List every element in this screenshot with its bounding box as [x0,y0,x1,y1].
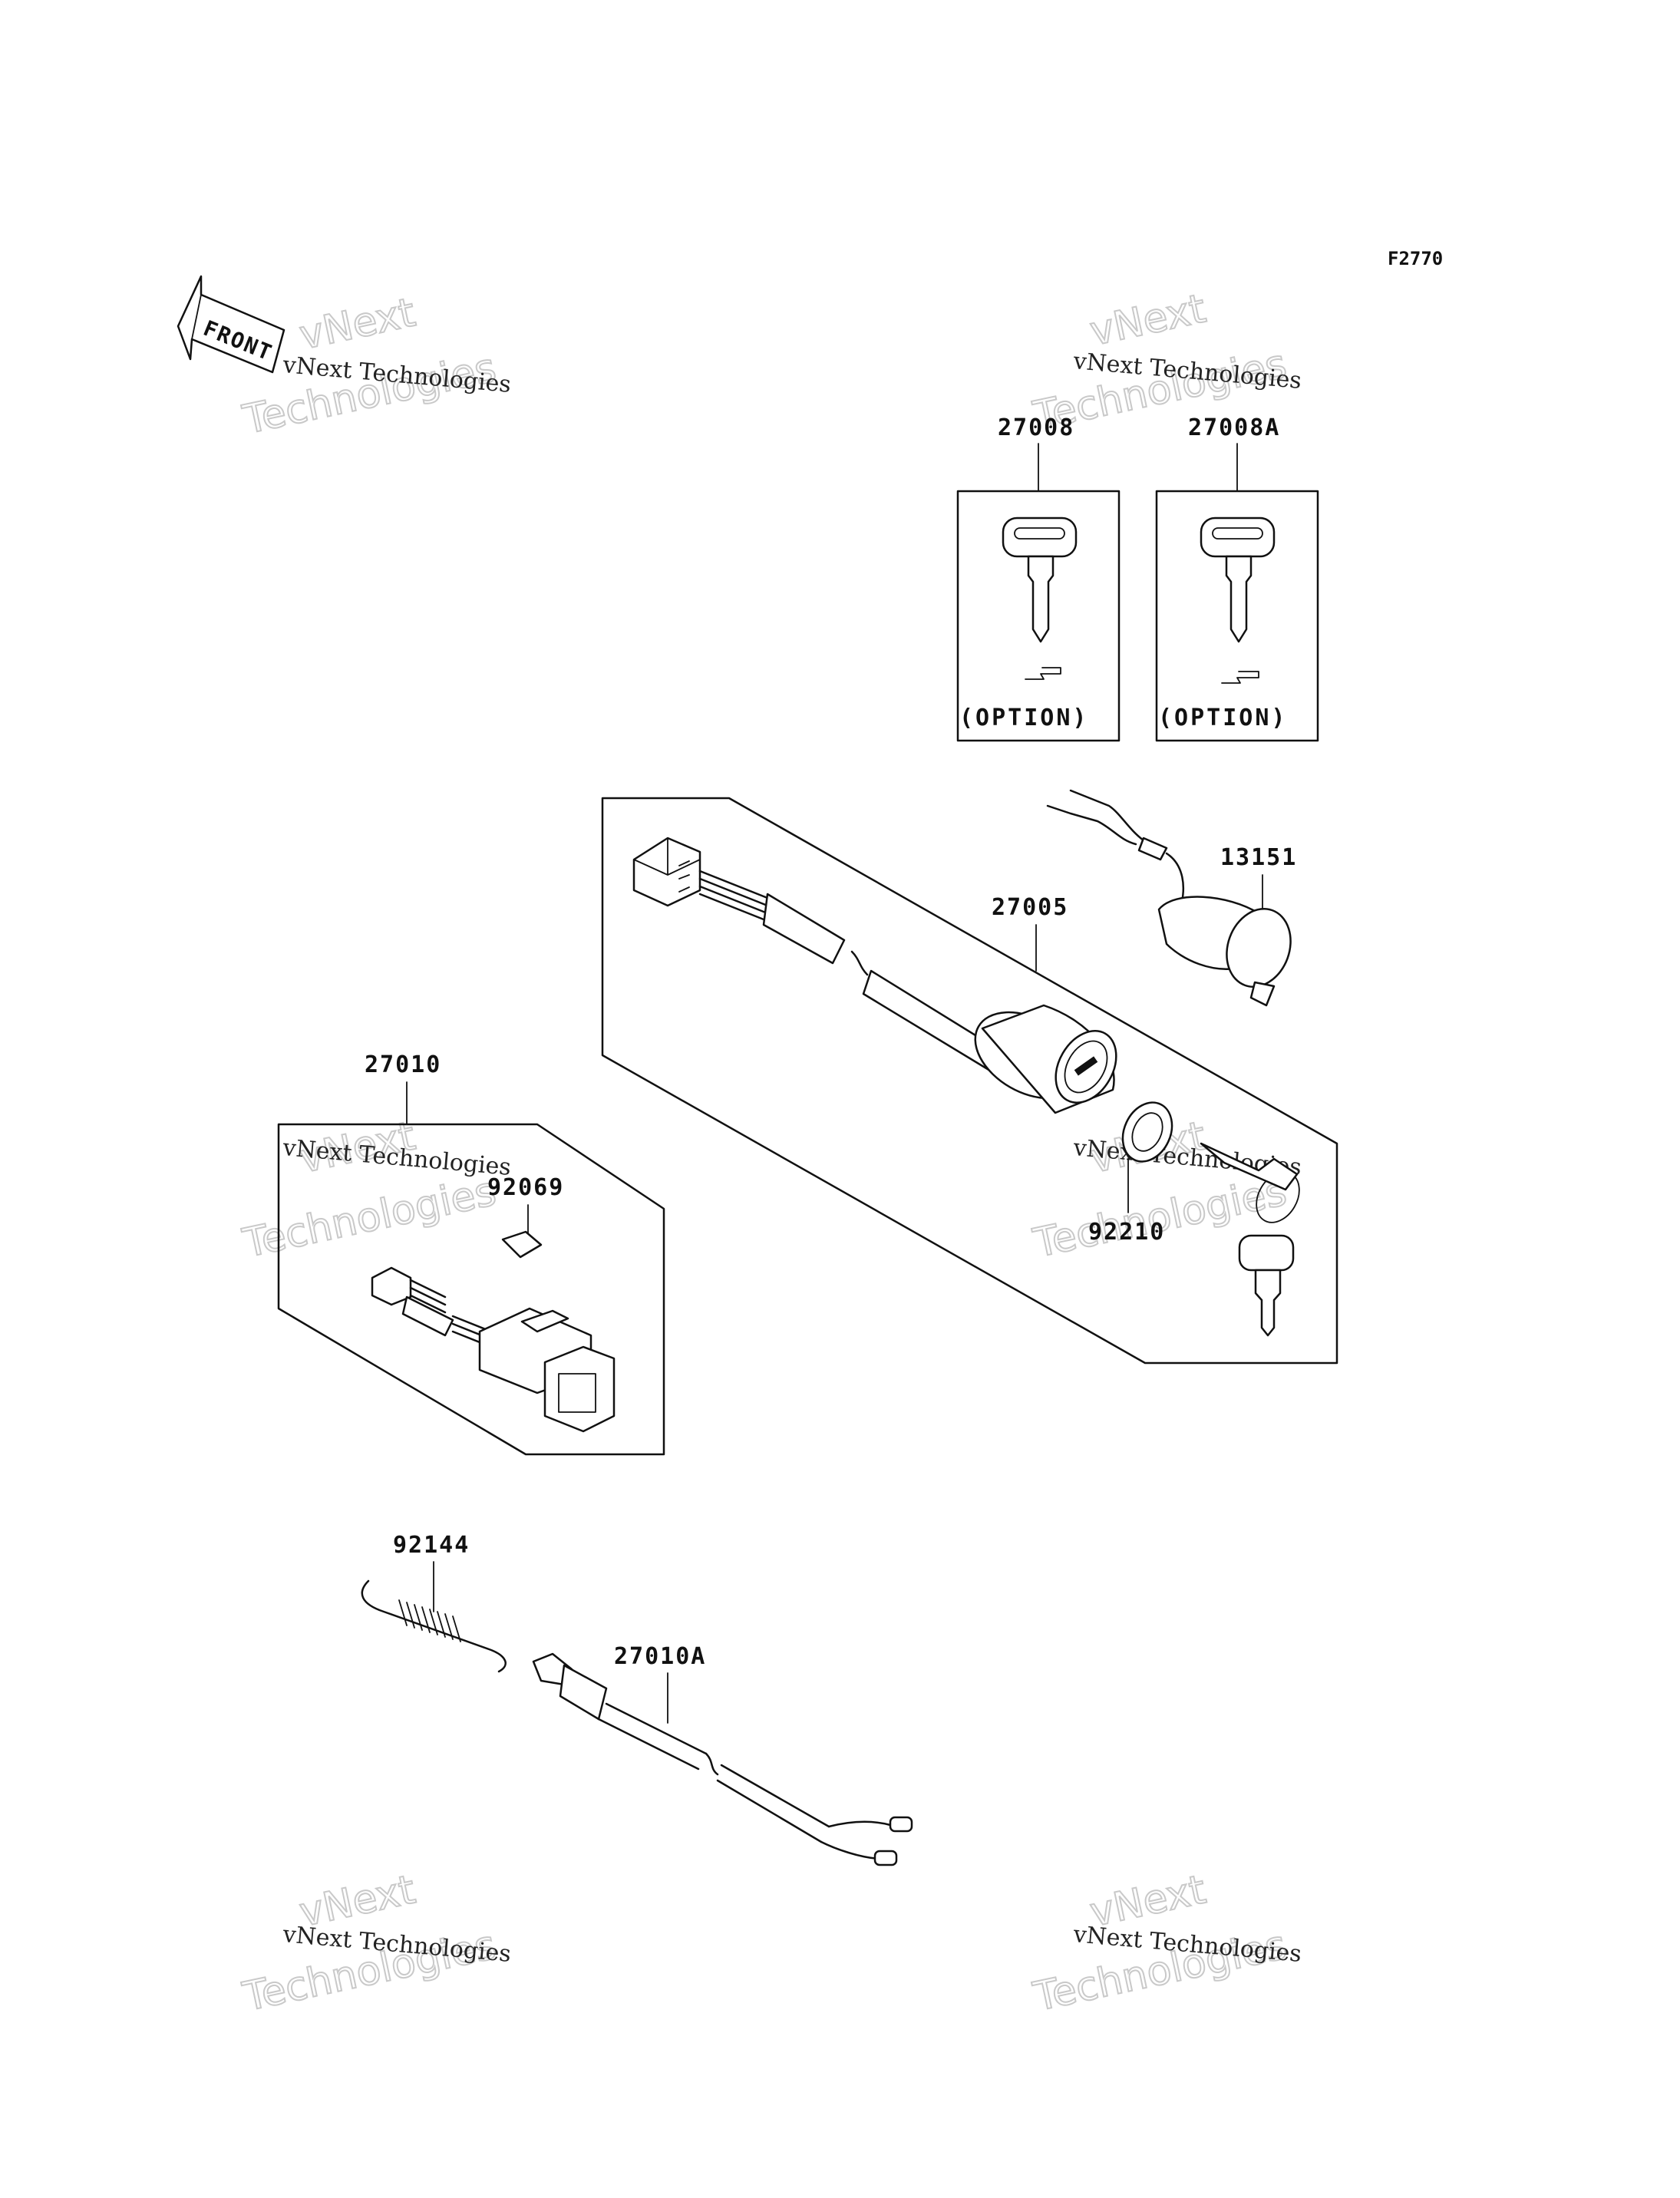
part-number-92210: 92210 [1088,1219,1165,1246]
ignition-switch-27005: 27005 [632,837,1117,1114]
key-blank-box [956,490,1121,742]
watermark-bottom-left: vNext Technologies vNext Technologies [238,1866,512,2021]
part-number-27008: 27008 [998,414,1074,441]
part-number-92069: 92069 [487,1174,564,1201]
key-blank-box [1155,490,1319,742]
key-ring-icon [1200,1142,1300,1337]
svg-text:vNext: vNext [1086,285,1210,355]
part-number-13151: 13151 [1220,844,1297,871]
key-blank-27008a: 27008A (OPTION) [1155,414,1319,742]
figure-code: F2770 [1388,248,1443,269]
connector-icon [371,1266,412,1306]
key-icon [1002,516,1078,680]
svg-text:vNext: vNext [295,289,419,358]
brake-switch-27010a: 27010A [532,1643,913,1866]
watermark-top-left: vNext Technologies vNext Technologies [238,289,512,444]
part-number-27010: 27010 [365,1051,441,1078]
part-number-92144: 92144 [393,1532,470,1559]
spring-outline [361,1579,507,1673]
watermark-middle-left: vNext Technologies vNext Technologies [238,1112,512,1267]
key-icon [1200,516,1276,684]
option-note-27008a: (OPTION) [1158,705,1288,731]
watermark-bottom-right: vNext Technologies vNext Technologies [1028,1866,1302,2021]
bulb-icon [501,1230,543,1259]
part-number-27005: 27005 [992,894,1068,921]
lock-nut-92210: 92210 [1088,1101,1300,1337]
key-lamp-13151: 13151 [1046,789,1297,1007]
switch-assembly-frame [277,1123,665,1456]
front-arrow-icon: FRONT [177,275,286,374]
key-blank-27008: 27008 (OPTION) [956,414,1121,742]
connector-icon [632,837,701,907]
part-number-27008a: 27008A [1188,414,1280,441]
part-number-27010a: 27010A [614,1643,706,1670]
switch-assembly-27010: 27010 92069 [277,1051,665,1456]
ignition-switch-frame [601,797,1338,1365]
spring-92144: 92144 [361,1532,507,1673]
option-note-27008: (OPTION) [959,705,1089,731]
